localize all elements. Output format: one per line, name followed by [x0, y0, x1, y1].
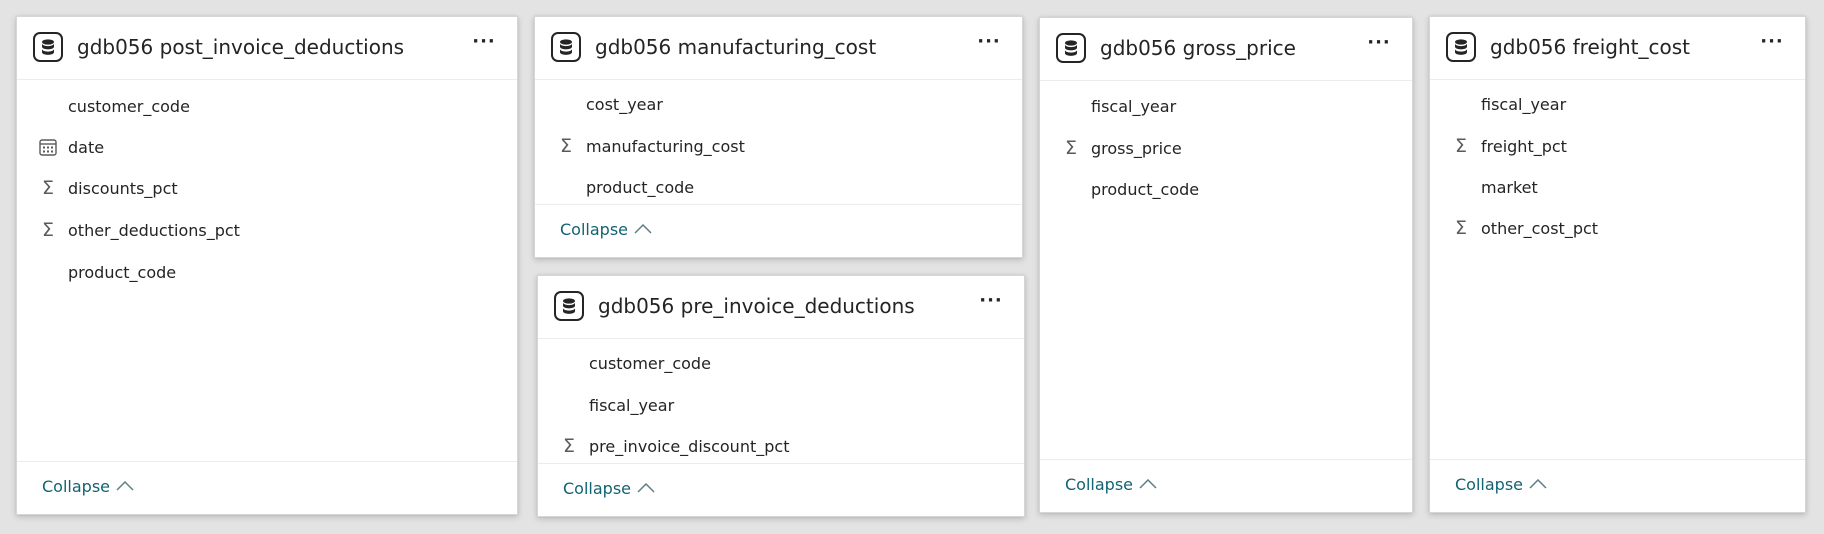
chevron-up-icon	[116, 476, 134, 495]
calendar-icon	[38, 135, 58, 159]
field-label: fiscal_year	[589, 396, 675, 415]
field-label: pre_invoice_discount_pct	[589, 437, 790, 456]
more-options-button[interactable]: ···	[977, 31, 1001, 52]
field-label: cost_year	[586, 95, 663, 114]
table-card-freight-cost[interactable]: gdb056 freight_cost ··· fiscal_year Σ fr…	[1429, 16, 1806, 513]
collapse-label: Collapse	[560, 220, 628, 239]
field-row[interactable]: Σ manufacturing_cost	[535, 130, 1022, 166]
field-row[interactable]: cost_year	[535, 88, 1022, 124]
field-label: product_code	[68, 263, 177, 282]
collapse-button[interactable]: Collapse	[560, 219, 652, 239]
field-row[interactable]: fiscal_year	[1040, 90, 1412, 126]
database-icon	[33, 32, 63, 62]
card-header: gdb056 manufacturing_cost ···	[535, 17, 1022, 80]
card-header: gdb056 freight_cost ···	[1430, 17, 1805, 80]
field-row[interactable]: Σ pre_invoice_discount_pct	[538, 430, 1024, 466]
card-footer: Collapse	[1430, 459, 1805, 512]
collapse-button[interactable]: Collapse	[1455, 474, 1547, 494]
field-label: fiscal_year	[1481, 95, 1567, 114]
card-footer: Collapse	[1040, 459, 1412, 512]
field-label: customer_code	[589, 354, 711, 373]
card-footer: Collapse	[538, 463, 1024, 516]
collapse-button[interactable]: Collapse	[42, 476, 134, 496]
field-label: product_code	[586, 178, 695, 197]
more-options-button[interactable]: ···	[1367, 32, 1391, 53]
field-label: other_deductions_pct	[68, 221, 240, 240]
field-row[interactable]: product_code	[535, 171, 1022, 207]
field-row[interactable]: product_code	[17, 256, 517, 292]
field-label: customer_code	[68, 97, 190, 116]
chevron-up-icon	[1529, 474, 1547, 493]
collapse-button[interactable]: Collapse	[563, 478, 655, 498]
more-options-button[interactable]: ···	[472, 31, 496, 52]
collapse-label: Collapse	[42, 477, 110, 496]
database-icon	[554, 291, 584, 321]
database-icon	[551, 32, 581, 62]
chevron-up-icon	[1139, 474, 1157, 493]
field-row[interactable]: market	[1430, 171, 1805, 207]
card-footer: Collapse	[17, 461, 517, 514]
card-footer: Collapse	[535, 204, 1022, 257]
more-options-button[interactable]: ···	[979, 290, 1003, 311]
table-title: gdb056 gross_price	[1100, 36, 1296, 60]
field-row[interactable]: customer_code	[538, 347, 1024, 383]
more-options-button[interactable]: ···	[1760, 31, 1784, 52]
card-header: gdb056 pre_invoice_deductions ···	[538, 276, 1024, 339]
database-icon	[1056, 33, 1086, 63]
field-label: other_cost_pct	[1481, 219, 1599, 238]
sigma-icon: Σ	[562, 435, 575, 457]
collapse-label: Collapse	[563, 479, 631, 498]
table-card-manufacturing-cost[interactable]: gdb056 manufacturing_cost ··· cost_year …	[534, 16, 1023, 258]
table-title: gdb056 freight_cost	[1490, 35, 1691, 59]
field-row[interactable]: fiscal_year	[538, 389, 1024, 425]
table-card-post-invoice-deductions[interactable]: gdb056 post_invoice_deductions ··· custo…	[16, 16, 518, 515]
table-card-gross-price[interactable]: gdb056 gross_price ··· fiscal_year Σ gro…	[1039, 17, 1413, 513]
collapse-label: Collapse	[1065, 475, 1133, 494]
field-row[interactable]: product_code	[1040, 173, 1412, 209]
sigma-icon: Σ	[559, 135, 572, 157]
sigma-icon: Σ	[1454, 217, 1467, 239]
table-title: gdb056 manufacturing_cost	[595, 35, 877, 59]
field-row[interactable]: Σ discounts_pct	[17, 172, 517, 208]
sigma-icon: Σ	[41, 177, 54, 199]
field-label: market	[1481, 178, 1538, 197]
field-row[interactable]: Σ other_cost_pct	[1430, 212, 1805, 248]
field-label: discounts_pct	[68, 179, 178, 198]
database-icon	[1446, 32, 1476, 62]
field-row[interactable]: customer_code	[17, 90, 517, 126]
table-title: gdb056 pre_invoice_deductions	[598, 294, 915, 318]
chevron-up-icon	[637, 478, 655, 497]
field-label: product_code	[1091, 180, 1200, 199]
table-title: gdb056 post_invoice_deductions	[77, 35, 405, 59]
collapse-button[interactable]: Collapse	[1065, 474, 1157, 494]
field-label: manufacturing_cost	[586, 137, 745, 156]
field-row[interactable]: Σ freight_pct	[1430, 130, 1805, 166]
field-row[interactable]: fiscal_year	[1430, 88, 1805, 124]
collapse-label: Collapse	[1455, 475, 1523, 494]
field-row[interactable]: Σ gross_price	[1040, 132, 1412, 168]
table-card-pre-invoice-deductions[interactable]: gdb056 pre_invoice_deductions ··· custom…	[537, 275, 1025, 517]
field-row[interactable]: Σ other_deductions_pct	[17, 214, 517, 250]
field-row[interactable]: date	[17, 131, 517, 167]
field-label: gross_price	[1091, 139, 1182, 158]
sigma-icon: Σ	[41, 219, 54, 241]
sigma-icon: Σ	[1454, 135, 1467, 157]
chevron-up-icon	[634, 219, 652, 238]
field-label: fiscal_year	[1091, 97, 1177, 116]
field-label: date	[68, 138, 105, 157]
field-label: freight_pct	[1481, 137, 1567, 156]
card-header: gdb056 post_invoice_deductions ···	[17, 17, 517, 80]
card-header: gdb056 gross_price ···	[1040, 18, 1412, 81]
sigma-icon: Σ	[1064, 137, 1077, 159]
